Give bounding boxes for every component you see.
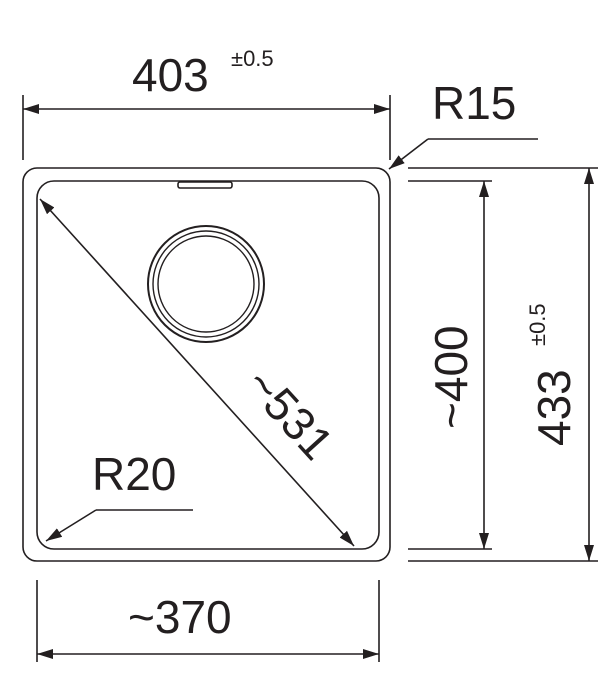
overflow-slot [177,181,233,189]
outer-height-value: 433 [528,369,580,446]
sink-outer-outline [22,167,391,562]
outer-height-dimension: 433 ±0.5 [408,167,598,562]
inner-height-dimension: ~400 [408,180,492,550]
outer-radius-label: R15 [432,77,516,129]
sink-inner-outline [36,180,380,550]
outer-height-tolerance: ±0.5 [525,303,550,346]
outer-radius-callout: R15 [388,77,538,170]
top-width-dimension: 403 ±0.5 [22,46,391,160]
inner-width-label: ~370 [128,591,232,643]
drain-icon [147,225,265,343]
inner-radius-callout: R20 [45,448,193,542]
inner-width-dimension: ~370 [36,580,380,662]
top-width-tolerance: ±0.5 [231,46,274,71]
top-width-value: 403 [132,49,209,101]
inner-height-label: ~400 [425,325,477,429]
inner-radius-label: R20 [92,448,176,500]
diagonal-dimension: ~531 [39,198,355,547]
diagonal-label: ~531 [236,358,344,470]
